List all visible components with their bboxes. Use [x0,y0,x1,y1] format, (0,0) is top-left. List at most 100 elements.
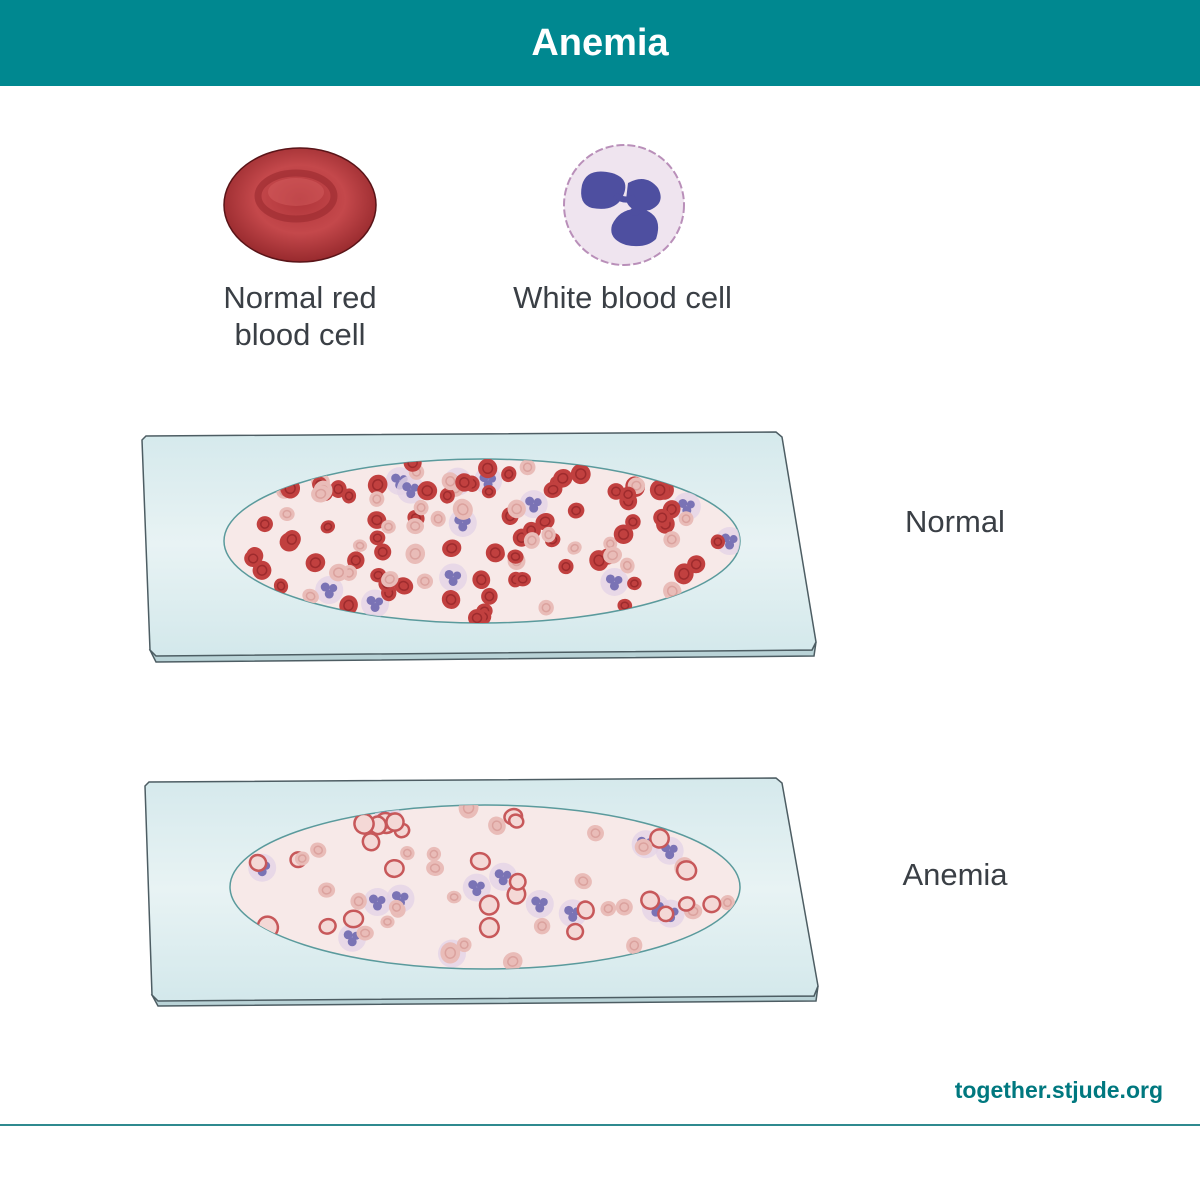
red-blood-cell [507,813,525,829]
red-blood-cell [416,573,434,590]
white-cell-label: White blood cell [513,280,732,315]
red-blood-cell [514,572,531,587]
red-blood-cell [620,557,635,574]
red-blood-cell [570,463,591,485]
red-blood-cell [441,590,461,609]
red-blood-cell [600,900,617,917]
red-blood-cell [318,917,337,935]
red-blood-cell [478,894,500,916]
red-blood-cell [634,838,653,856]
red-blood-cell [587,824,605,842]
red-blood-cell [558,558,574,575]
red-blood-cell [282,530,301,549]
red-blood-cell [248,853,268,872]
red-blood-cell [501,466,517,483]
red-cell-label-line2: blood cell [234,317,366,352]
white-blood-cell [363,888,392,917]
red-cell-label: Normal red blood cell [190,279,410,353]
red-blood-cell [320,520,336,534]
red-blood-cell [442,539,462,558]
red-blood-cell [388,899,405,915]
red-blood-cell [417,481,438,501]
red-blood-cell [472,570,491,590]
red-blood-cell [406,518,425,535]
footer-divider [0,1124,1200,1126]
red-blood-cell [481,587,498,605]
red-blood-cell [452,498,473,520]
red-blood-cell [649,479,670,501]
red-blood-cell [627,576,642,591]
red-blood-cell [302,588,319,604]
red-blood-cell [485,543,505,563]
red-blood-cell [430,510,446,527]
red-blood-cell [413,499,429,516]
red-blood-cell [279,507,295,521]
red-blood-cell [347,551,365,570]
red-blood-cell [439,487,455,504]
red-blood-cell [538,599,554,616]
footer-url: together.stjude.org [954,1077,1163,1103]
red-blood-cell [657,905,675,923]
red-blood-cell [374,543,392,561]
title-banner: Anemia [0,0,1200,86]
red-blood-cell [720,895,735,911]
red-blood-cell [394,577,414,595]
red-blood-cell [626,936,643,955]
red-blood-cell [649,828,670,849]
red-blood-cell [369,491,385,507]
red-blood-cell [663,531,681,548]
red-blood-cell [553,468,573,488]
red-blood-cell [455,473,474,492]
red-blood-cell [456,937,472,953]
red-blood-cell [508,872,527,891]
page-title: Anemia [531,21,669,64]
red-blood-cell [440,942,461,964]
red-blood-cell [674,563,694,585]
red-blood-cell [329,563,349,582]
red-blood-cell [481,485,497,499]
red-blood-cell [574,873,592,890]
red-blood-cell [468,609,487,623]
red-blood-cell [640,890,661,911]
red-blood-cell [502,952,523,969]
white-blood-cell [396,475,425,504]
white-blood-cell [600,567,629,596]
red-blood-cell [446,890,462,904]
red-blood-cell [381,571,399,588]
red-blood-cell [369,530,386,546]
red-blood-cell [507,499,526,519]
red-blood-cell [519,459,536,476]
red-blood-cell [311,485,331,503]
white-blood-cell [672,492,701,521]
white-blood-cell [439,563,468,592]
red-blood-cell [620,486,637,503]
slide-label-normal: Normal [905,504,1005,539]
white-blood-cell-icon [563,144,685,266]
red-blood-cell [566,922,585,941]
red-blood-cell [256,516,273,533]
white-blood-cell [519,490,548,519]
white-blood-cell [715,527,740,556]
red-blood-cell [478,916,500,939]
red-blood-cell [702,895,722,914]
red-blood-cell [535,513,555,531]
red-blood-cell [367,474,388,495]
red-blood-cell [385,812,405,832]
red-blood-cell [488,816,506,835]
red-blood-cell [426,846,442,862]
red-blood-cell-icon [223,147,377,263]
red-blood-cell [381,519,396,534]
red-blood-cell [352,539,368,552]
red-blood-cell [458,805,479,819]
red-blood-cell [294,851,310,866]
red-blood-cell [405,543,426,564]
red-blood-cell [350,892,367,910]
red-blood-cell [677,896,696,912]
red-blood-cell [613,524,634,545]
red-blood-cell [400,846,415,861]
red-blood-cell [380,915,395,929]
red-blood-cell [305,553,326,573]
red-blood-cell [710,534,725,550]
red-blood-cell [469,851,492,871]
